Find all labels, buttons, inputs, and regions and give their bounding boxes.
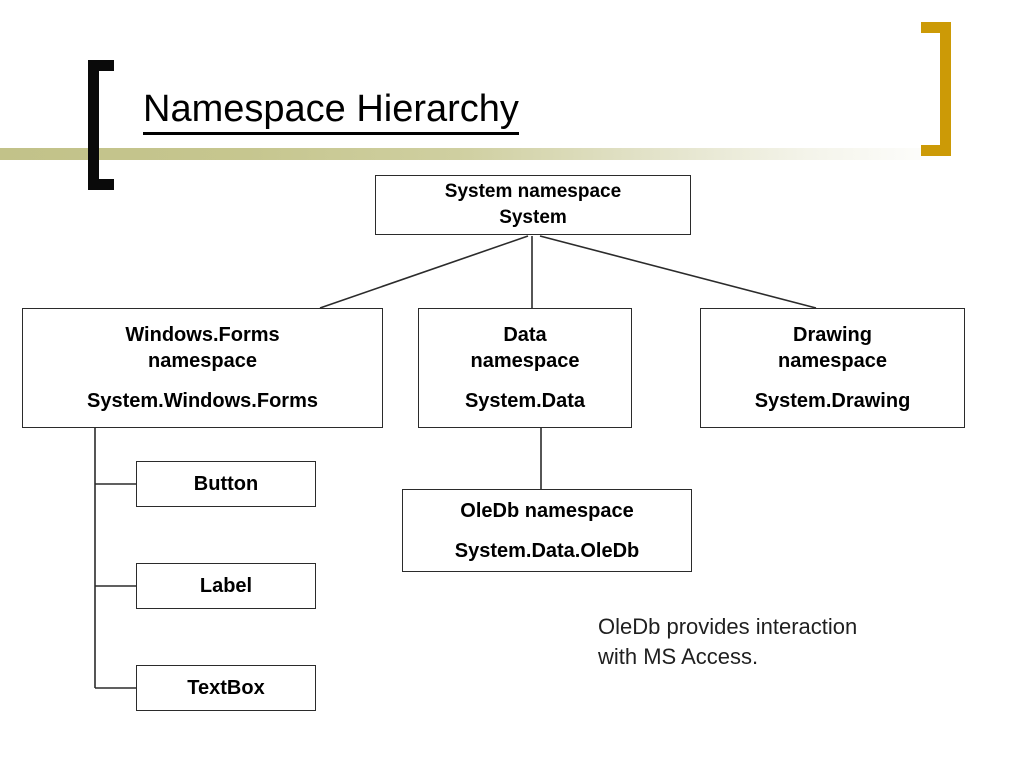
node-winforms-line3: System.Windows.Forms bbox=[87, 390, 318, 412]
page-title: Namespace Hierarchy bbox=[143, 86, 519, 135]
node-oledb-line1: OleDb namespace bbox=[460, 499, 634, 522]
right-bracket-decoration bbox=[921, 22, 951, 156]
node-button-label: Button bbox=[193, 473, 259, 495]
node-oledb-namespace[interactable]: OleDb namespace System.Data.OleDb bbox=[402, 489, 692, 572]
page-title-text: Namespace Hierarchy bbox=[143, 88, 519, 135]
edge-system-to-winforms bbox=[319, 235, 529, 309]
node-data-line2: namespace bbox=[470, 350, 580, 372]
node-drawing-namespace[interactable]: Drawing namespace System.Drawing bbox=[700, 308, 965, 428]
node-system-namespace[interactable]: System namespace System bbox=[375, 175, 691, 235]
node-data-namespace[interactable]: Data namespace System.Data bbox=[418, 308, 632, 428]
node-windows-forms-namespace[interactable]: Windows.Forms namespace System.Windows.F… bbox=[22, 308, 383, 428]
node-data-line3: System.Data bbox=[464, 390, 586, 412]
node-winforms-line2: namespace bbox=[148, 350, 257, 372]
node-data-line1: Data bbox=[503, 324, 547, 346]
node-control-label[interactable]: Label bbox=[136, 563, 316, 609]
node-drawing-line3: System.Drawing bbox=[754, 390, 911, 412]
node-drawing-line1: Drawing bbox=[793, 324, 872, 346]
node-drawing-line2: namespace bbox=[778, 350, 887, 372]
header-gradient-band bbox=[0, 148, 952, 160]
node-control-button[interactable]: Button bbox=[136, 461, 316, 507]
node-textbox-label: TextBox bbox=[187, 677, 265, 699]
node-system-line2: System bbox=[499, 207, 567, 228]
node-winforms-line1: Windows.Forms bbox=[125, 324, 280, 346]
node-label-label: Label bbox=[199, 575, 253, 597]
node-control-textbox[interactable]: TextBox bbox=[136, 665, 316, 711]
left-bracket-decoration bbox=[88, 60, 114, 190]
node-system-line1: System namespace bbox=[444, 181, 622, 202]
oledb-caption: OleDb provides interaction with MS Acces… bbox=[598, 614, 858, 669]
edge-system-to-drawing bbox=[539, 235, 817, 309]
node-oledb-line2: System.Data.OleDb bbox=[454, 539, 640, 562]
